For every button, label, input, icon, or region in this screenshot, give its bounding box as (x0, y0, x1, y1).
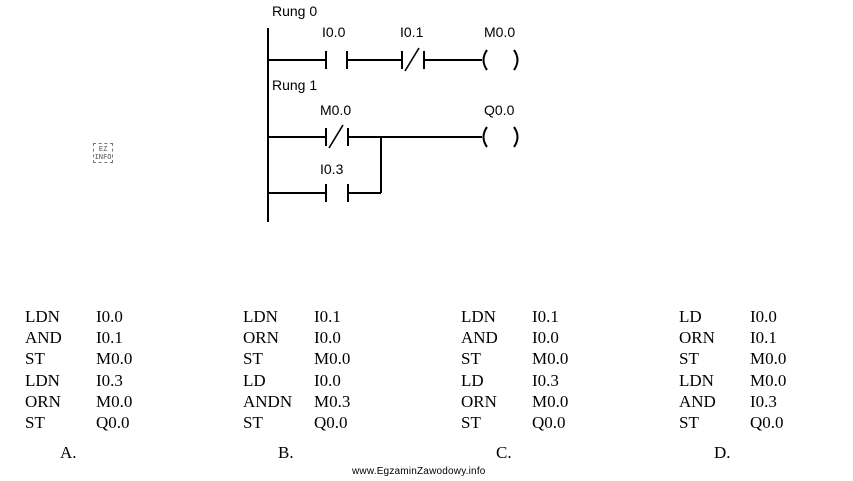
instruction-opcode: LDN (461, 307, 496, 326)
instruction-line: AND I0.0 (461, 327, 621, 348)
instruction-line: ORN I0.0 (243, 327, 403, 348)
contact-label-m00: M0.0 (320, 102, 351, 118)
instruction-opcode: ST (679, 412, 699, 432)
instruction-operand: Q0.0 (532, 412, 566, 432)
option-letter-a[interactable]: A. (60, 443, 77, 462)
instruction-operand: I0.0 (314, 328, 341, 348)
instruction-operand: M0.0 (96, 391, 133, 411)
instruction-line: LDN I0.1 (461, 306, 621, 327)
instruction-line: AND I0.1 (25, 327, 185, 348)
instruction-opcode: LD (243, 370, 266, 390)
contact-label-i03: I0.3 (320, 161, 344, 177)
instruction-opcode: ST (461, 349, 481, 369)
instruction-line: LD I0.0 (679, 306, 839, 327)
instruction-line: ST M0.0 (461, 348, 621, 369)
coil-m00 (482, 49, 519, 71)
instruction-opcode: ST (679, 349, 699, 369)
coil-q00 (482, 126, 519, 148)
instruction-opcode: LDN (679, 370, 714, 390)
instruction-line: ST M0.0 (243, 348, 403, 369)
instruction-line: LD I0.0 (243, 370, 403, 391)
instruction-line: LD I0.3 (461, 370, 621, 391)
instruction-line: ORN I0.1 (679, 327, 839, 348)
instruction-operand: M0.0 (532, 349, 569, 369)
rung-1-label: Rung 1 (272, 77, 317, 93)
watermark: www.EgzaminZawodowy.info (352, 466, 486, 477)
instruction-opcode: AND (679, 391, 716, 411)
instruction-line: ST M0.0 (25, 348, 185, 369)
instruction-opcode: ST (243, 349, 263, 369)
instruction-opcode: ANDN (243, 391, 293, 411)
instruction-operand: M0.0 (750, 370, 787, 390)
instruction-opcode: ST (243, 412, 263, 432)
instruction-opcode: LD (679, 307, 702, 326)
instruction-line: ST Q0.0 (25, 412, 185, 433)
instruction-opcode: ORN (679, 328, 715, 348)
instruction-opcode: ORN (243, 328, 279, 348)
instruction-line: LDN I0.1 (243, 306, 403, 327)
instruction-line: LDN I0.3 (25, 370, 185, 391)
instruction-line: ST Q0.0 (243, 412, 403, 433)
instruction-operand: I0.1 (750, 328, 777, 348)
instruction-operand: I0.3 (96, 370, 123, 390)
option-letter-c[interactable]: C. (496, 443, 512, 462)
instruction-operand: I0.1 (532, 307, 559, 326)
instruction-line: ORN M0.0 (461, 391, 621, 412)
instruction-operand: I0.3 (750, 391, 777, 411)
instruction-operand: M0.0 (96, 349, 133, 369)
instruction-operand: M0.0 (532, 391, 569, 411)
ladder-diagram: Rung 0 I0.0 I0.1 M0.0 Rung 1 (267, 3, 519, 222)
rung-0: I0.0 I0.1 M0.0 (268, 24, 519, 72)
instruction-operand: I0.0 (750, 307, 777, 326)
coil-label-q00: Q0.0 (484, 102, 515, 118)
instruction-opcode: LD (461, 370, 484, 390)
instruction-line: LDN I0.0 (25, 306, 185, 327)
instruction-opcode: ST (25, 412, 45, 432)
instruction-operand: I0.0 (532, 328, 559, 348)
instruction-line: ST Q0.0 (679, 412, 839, 433)
contact-nc-i01 (401, 47, 425, 72)
rung-0-label: Rung 0 (272, 3, 317, 19)
instruction-operand: Q0.0 (96, 412, 130, 432)
option-letter-d[interactable]: D. (714, 443, 731, 462)
instruction-line: ST M0.0 (679, 348, 839, 369)
instruction-opcode: LDN (25, 307, 60, 326)
contact-nc-m00 (325, 124, 349, 149)
coil-label-m00: M0.0 (484, 24, 515, 40)
instruction-line: AND I0.3 (679, 391, 839, 412)
instruction-opcode: AND (25, 328, 62, 348)
instruction-opcode: AND (461, 328, 498, 348)
contact-label-i01: I0.1 (400, 24, 424, 40)
instruction-line: LDN M0.0 (679, 370, 839, 391)
instruction-operand: M0.0 (750, 349, 787, 369)
instruction-operand: I0.0 (314, 370, 341, 390)
instruction-opcode: ST (461, 412, 481, 432)
instruction-line: ANDN M0.3 (243, 391, 403, 412)
instruction-opcode: LDN (243, 307, 278, 326)
contact-no-i03 (325, 184, 349, 202)
rung-1: M0.0 I0.3 Q0.0 (268, 102, 519, 202)
instruction-operand: M0.3 (314, 391, 351, 411)
instruction-operand: M0.0 (314, 349, 351, 369)
instruction-operand: I0.1 (96, 328, 123, 348)
instruction-operand: I0.1 (314, 307, 341, 326)
instruction-opcode: ORN (461, 391, 497, 411)
instruction-opcode: LDN (25, 370, 60, 390)
option-letter-b[interactable]: B. (278, 443, 294, 462)
instruction-operand: I0.3 (532, 370, 559, 390)
instruction-operand: Q0.0 (750, 412, 784, 432)
instruction-line: ORN M0.0 (25, 391, 185, 412)
instruction-opcode: ST (25, 349, 45, 369)
contact-label-i00: I0.0 (322, 24, 346, 40)
instruction-line: ST Q0.0 (461, 412, 621, 433)
instruction-operand: Q0.0 (314, 412, 348, 432)
instruction-operand: I0.0 (96, 307, 123, 326)
instruction-opcode: ORN (25, 391, 61, 411)
